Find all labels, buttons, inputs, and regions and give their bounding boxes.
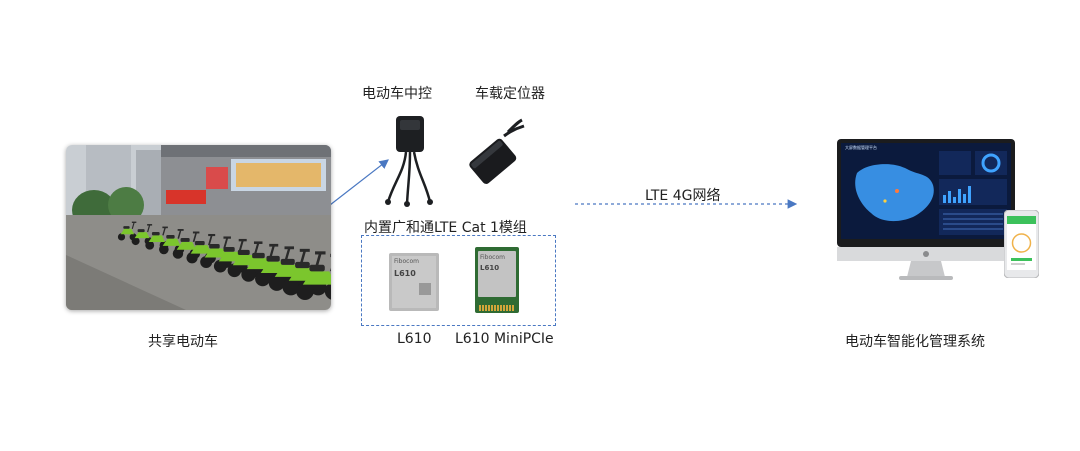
l610-minipcie-image: Fibocom L610 (475, 247, 519, 313)
ebike (186, 233, 216, 264)
module-group-label: 内置广和通LTE Cat 1模组 (364, 220, 527, 236)
ebike (117, 221, 137, 241)
l610-module-image: Fibocom L610 (389, 253, 439, 311)
ebike (145, 226, 169, 250)
management-monitor: 大屏数据管理平台 (837, 139, 1015, 281)
minipcie-chip-brand: Fibocom (480, 254, 505, 261)
platform-caption: 电动车智能化管理系统 (845, 334, 985, 350)
l610-chip-brand: Fibocom (394, 258, 419, 265)
controller-device-icon (385, 116, 433, 207)
shared-ebike-photo (66, 145, 331, 310)
china-map-icon (855, 164, 934, 222)
l610-minipcie-caption: L610 MiniPCIe (455, 331, 554, 347)
vehicle-locator-icon (469, 118, 525, 184)
red-banner (166, 190, 206, 204)
network-label: LTE 4G网络 (645, 188, 721, 204)
mobile-phone (1003, 209, 1040, 279)
qr-code-icon (419, 283, 431, 295)
minipcie-chip-model: L610 (480, 264, 500, 272)
locator-label: 车载定位器 (475, 86, 545, 102)
controller-label: 电动车中控 (362, 86, 432, 102)
ebike (200, 236, 232, 268)
ebike (296, 253, 331, 300)
shared-ebike-caption: 共享电动车 (148, 334, 218, 350)
dashboard-title: 大屏数据管理平台 (845, 145, 877, 150)
l610-chip-model: L610 (394, 269, 416, 278)
ebike (131, 224, 153, 246)
gold-finger-connector (479, 305, 515, 311)
photo-to-controller-arrow (329, 159, 389, 206)
apple-logo-icon (923, 251, 929, 257)
module-group-box (361, 235, 556, 326)
l610-caption: L610 (397, 331, 432, 347)
